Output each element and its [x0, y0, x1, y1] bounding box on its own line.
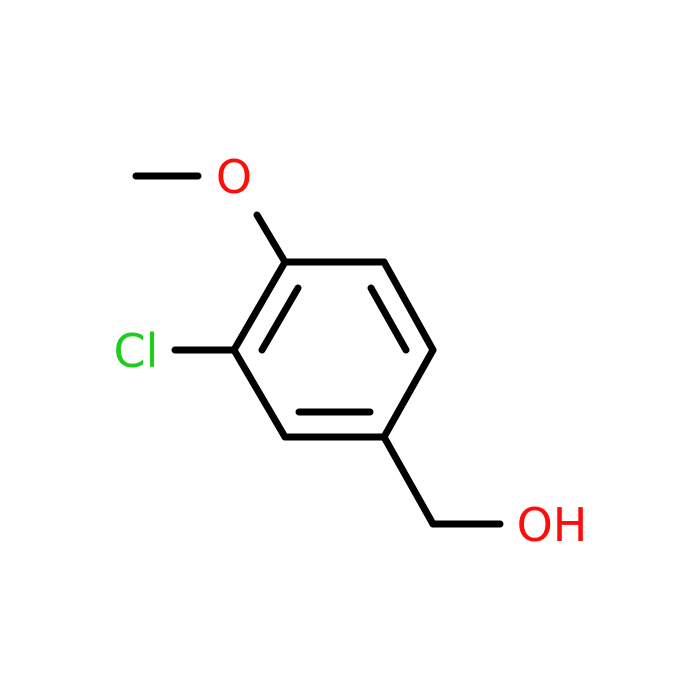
bond-ring-c2-c3: [230, 346, 289, 441]
bond-ring-c5-c6: [380, 258, 437, 354]
bond-ring-ch2: [380, 433, 437, 528]
bond-ring-c3-c4: [230, 258, 289, 354]
bond-inner-c3-c4: [258, 284, 302, 354]
bond-o-ring: [253, 211, 289, 266]
bond-ring-c6-c1: [380, 346, 437, 441]
bonds: [132, 172, 504, 528]
bond-inner-c5-c6: [367, 284, 410, 354]
methoxy-oxygen-label: O: [216, 150, 252, 204]
hydroxyl-label: OH: [517, 498, 588, 552]
chlorine-label: Cl: [114, 324, 159, 378]
